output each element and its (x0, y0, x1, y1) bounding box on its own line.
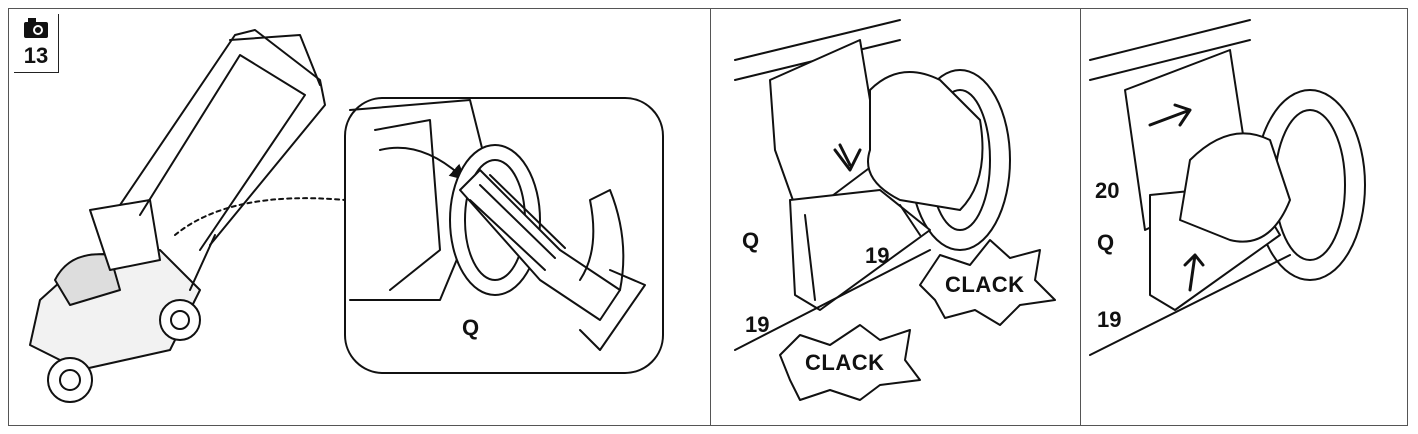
panel3-drawing (1089, 19, 1366, 356)
panel2-drawing (734, 19, 1056, 401)
inset-label-q: Q (462, 315, 480, 340)
panel2-label-19-upper: 19 (865, 243, 890, 268)
panel3-label-20: 20 (1095, 178, 1120, 203)
clack-burst-top (919, 239, 1056, 326)
figure-badge: 13 (14, 14, 59, 73)
panel3-label-19: 19 (1097, 307, 1122, 332)
clack-burst-bottom (779, 324, 921, 401)
panel2-label-19-lower: 19 (745, 312, 770, 337)
clack-text-bottom: CLACK (805, 350, 885, 375)
camera-icon (24, 18, 48, 38)
callout-arrow (174, 197, 346, 236)
panel3-label-q: Q (1097, 230, 1115, 255)
panel2-label-q: Q (742, 228, 760, 253)
panel-divider-2 (1080, 8, 1081, 426)
figure-number: 13 (23, 43, 49, 68)
lawn-mower-drawing (29, 29, 326, 403)
panel-divider-1 (710, 8, 711, 426)
clack-text-top: CLACK (945, 272, 1025, 297)
inset-drawing (349, 99, 646, 351)
